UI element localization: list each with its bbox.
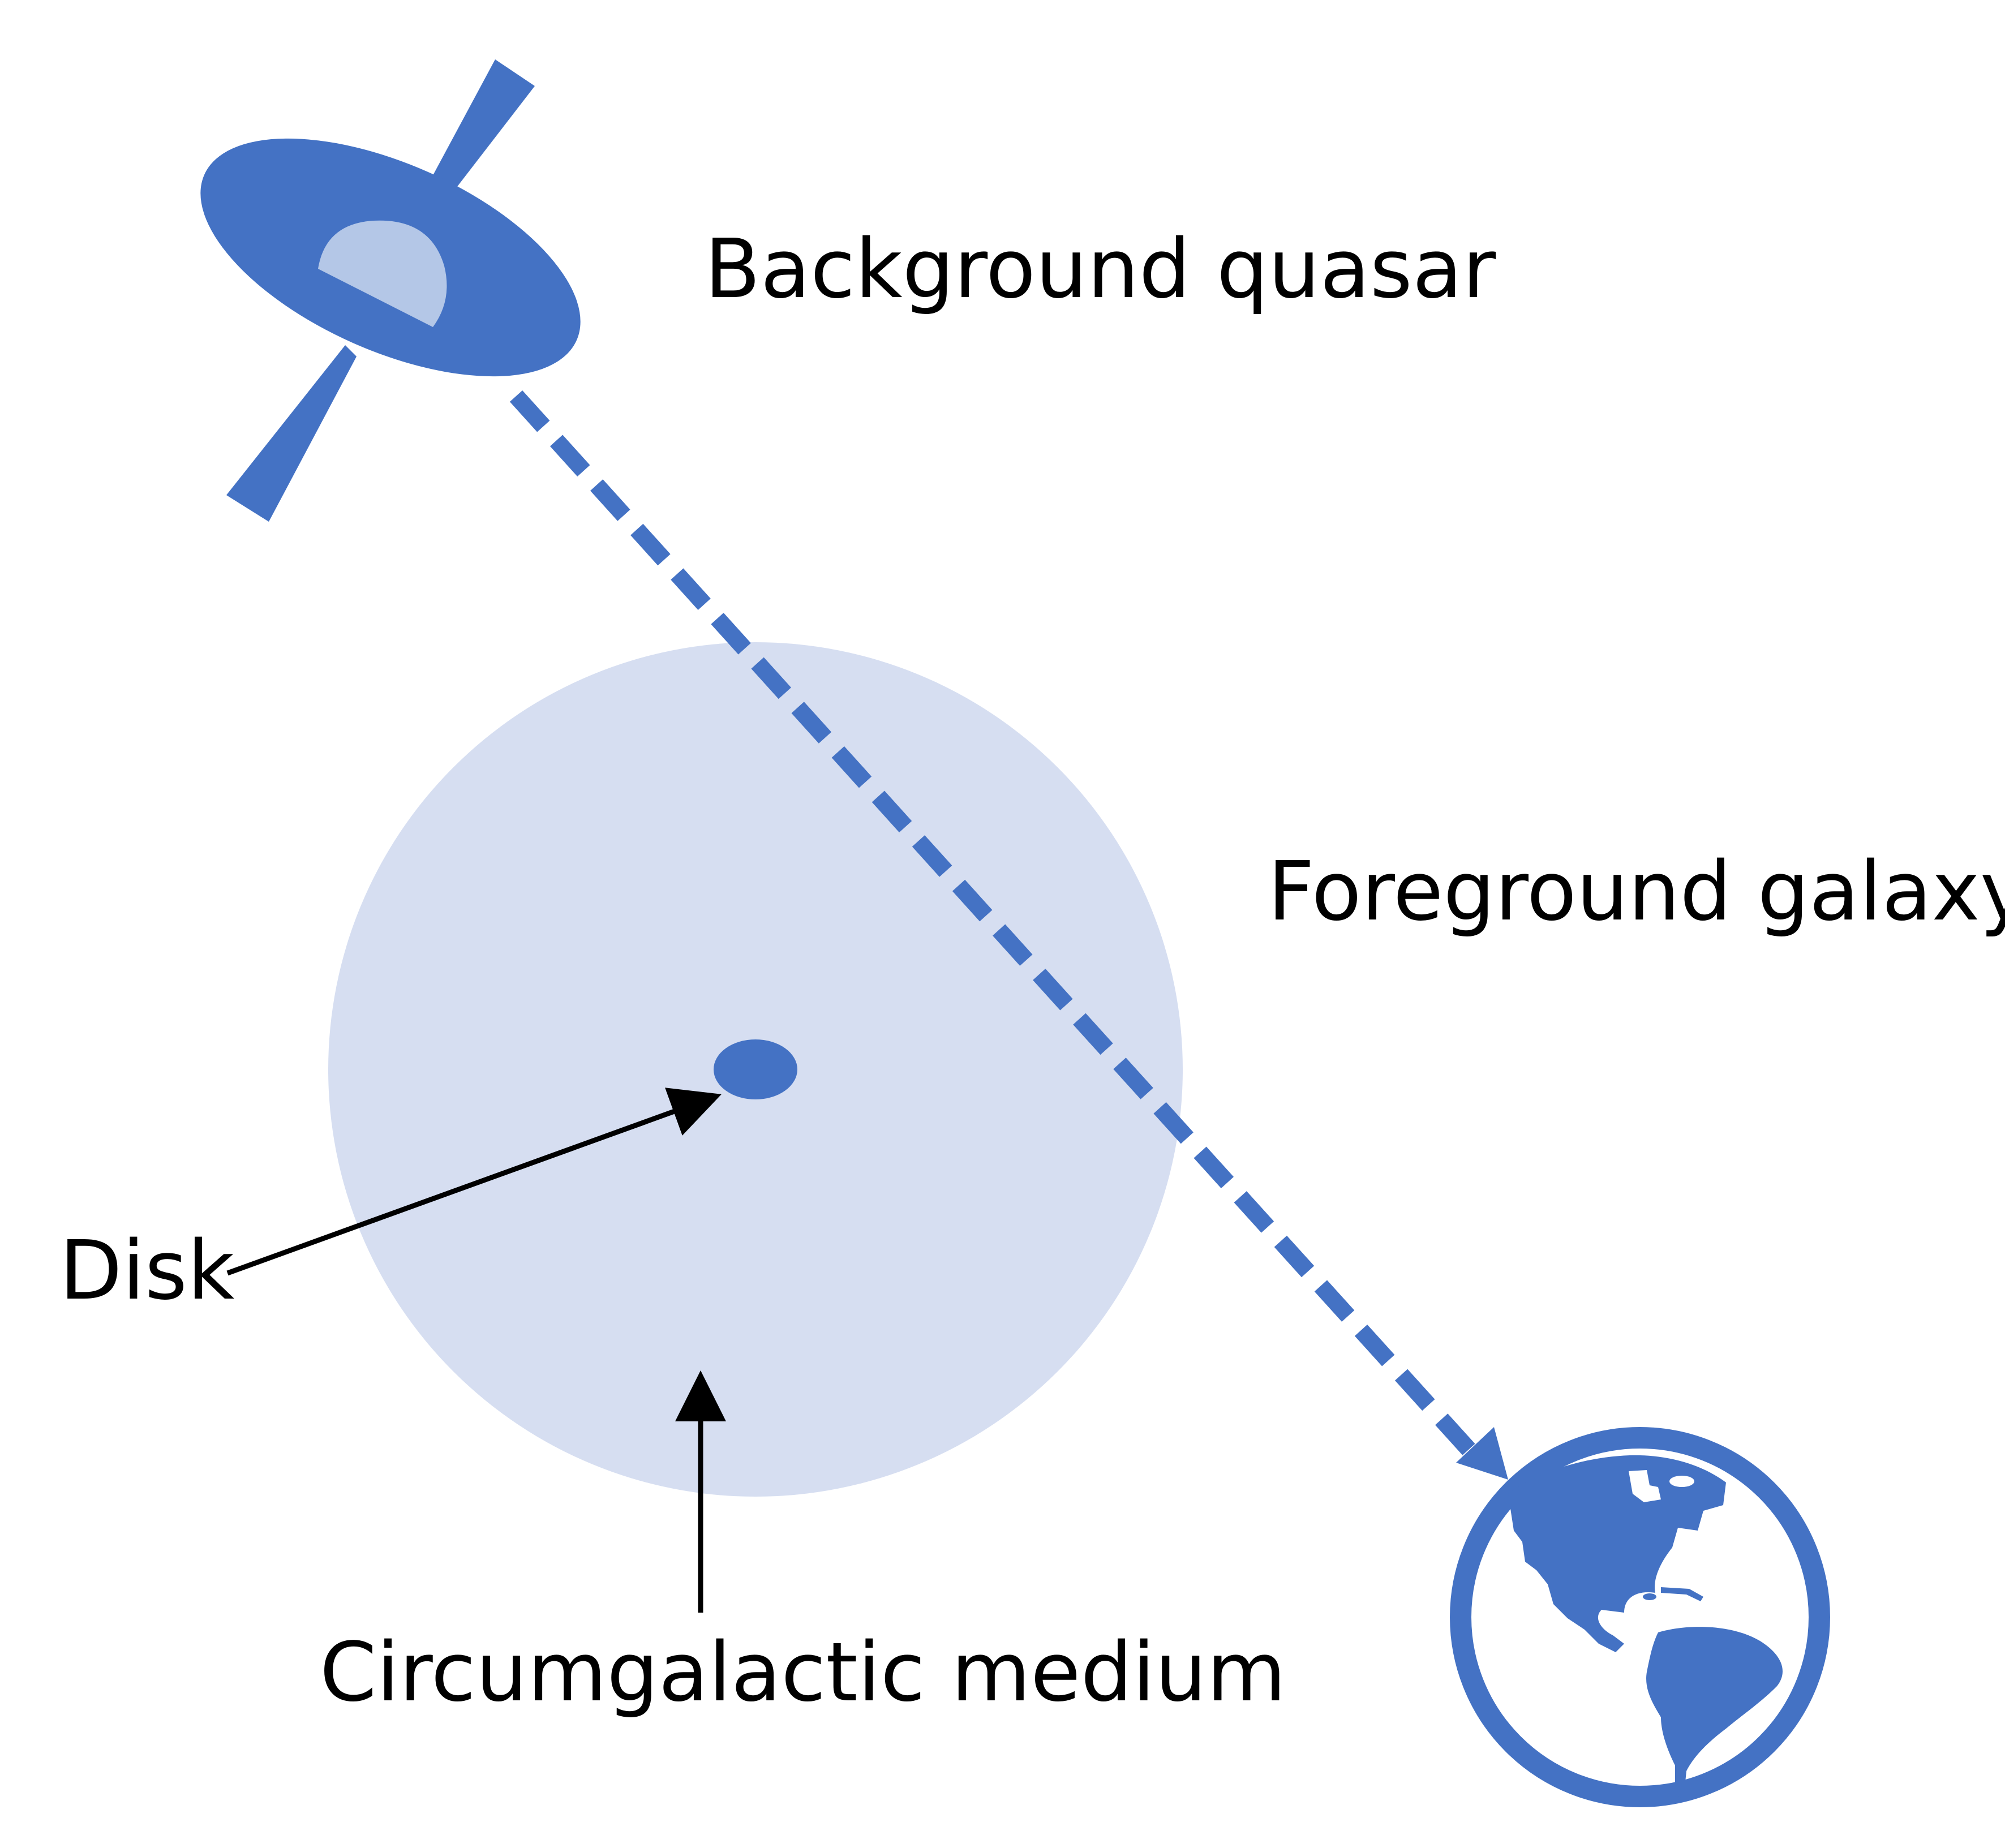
- circumgalactic-medium-label: Circumgalactic medium: [320, 1624, 1286, 1720]
- caribbean-islands: [1661, 1587, 1703, 1601]
- galaxy-disk: [714, 1039, 797, 1099]
- background-quasar-label: Background quasar: [705, 221, 1496, 316]
- earth-globe-icon: [1450, 1427, 1830, 1807]
- quasar-icon: [200, 59, 581, 522]
- hudson-bay: [1629, 1470, 1661, 1502]
- south-america-landmass: [1646, 1627, 1783, 1799]
- disk-label: Disk: [59, 1223, 234, 1318]
- line-of-sight-arrowhead: [1456, 1427, 1508, 1480]
- lake-detail: [1669, 1476, 1694, 1487]
- quasar-jet-lower: [226, 345, 357, 522]
- caribbean-dot: [1643, 1593, 1656, 1600]
- quasar-core: [318, 220, 447, 327]
- foreground-galaxy-label: Foreground galaxy: [1268, 844, 2005, 939]
- disk-pointer-arrow: [226, 1088, 722, 1276]
- north-america-landmass: [1508, 1455, 1726, 1652]
